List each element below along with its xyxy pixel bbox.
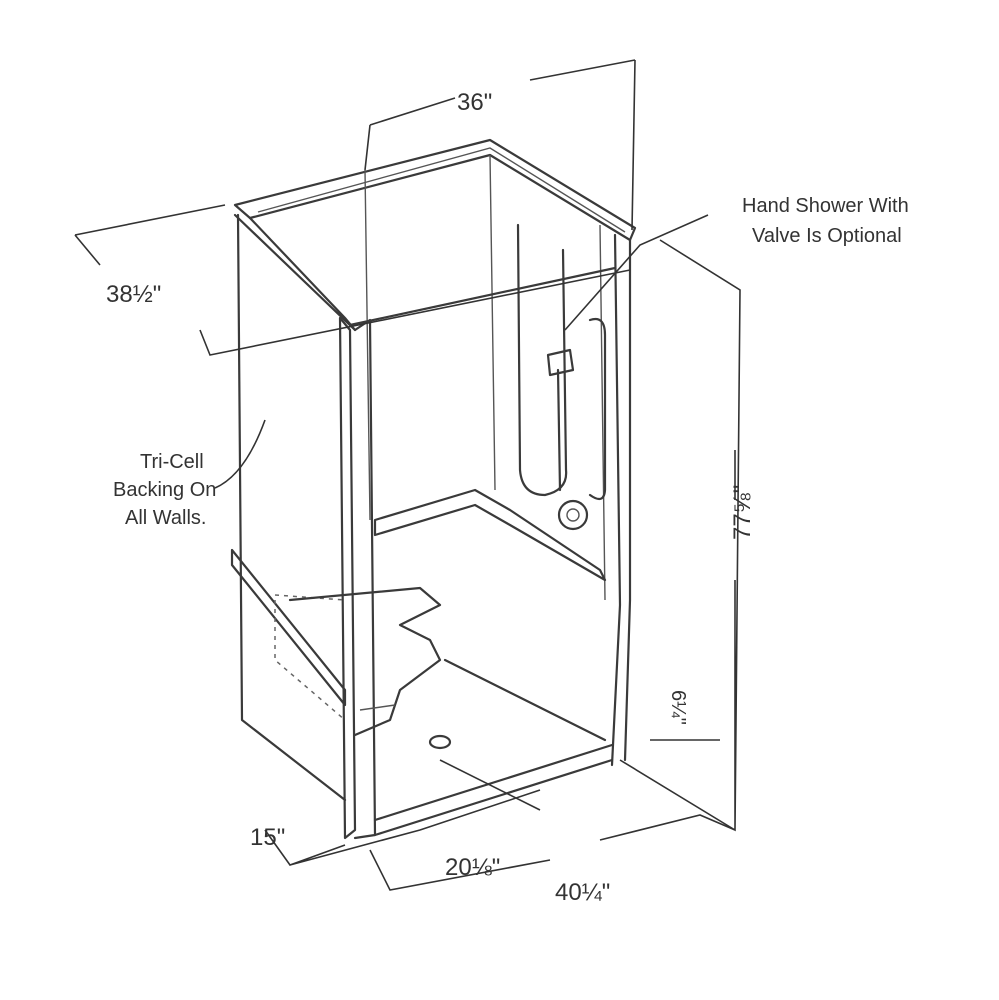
floor-threshold — [373, 658, 614, 837]
drain-offset-dimension-label: 15" — [250, 824, 285, 851]
threshold-dimension-label: 6¼" — [667, 690, 689, 725]
front-post — [338, 316, 377, 840]
height-dimension-label: 77⅝" — [729, 485, 756, 540]
backing-callout-line1: Tri-Cell — [140, 451, 204, 473]
width-dimension-label: 36" — [457, 89, 492, 116]
left-wall — [236, 213, 347, 802]
drain-center-dimension-label: 20⅛" — [445, 854, 500, 881]
right-post — [610, 233, 632, 767]
curtain-rod — [348, 266, 617, 327]
grab-bars — [373, 223, 607, 582]
back-wall-edges — [364, 154, 606, 601]
top-rim — [233, 138, 637, 332]
fold-seat — [288, 586, 442, 737]
dimension-lines — [74, 59, 741, 891]
hand-shower — [546, 348, 575, 492]
hand-shower-callout-line2: Valve Is Optional — [752, 225, 902, 247]
overall-width-dimension-label: 40¼" — [555, 879, 610, 906]
backing-callout-line2: Backing On — [113, 479, 216, 501]
backing-callout-line3: All Walls. — [125, 507, 206, 529]
left-grab-bar — [230, 548, 347, 707]
valve-icon — [557, 499, 589, 531]
seat-support — [274, 594, 346, 721]
drain-icon — [428, 734, 452, 750]
depth-dimension-label: 38½" — [106, 281, 161, 308]
hand-shower-callout-line1: Hand Shower With — [742, 195, 909, 217]
